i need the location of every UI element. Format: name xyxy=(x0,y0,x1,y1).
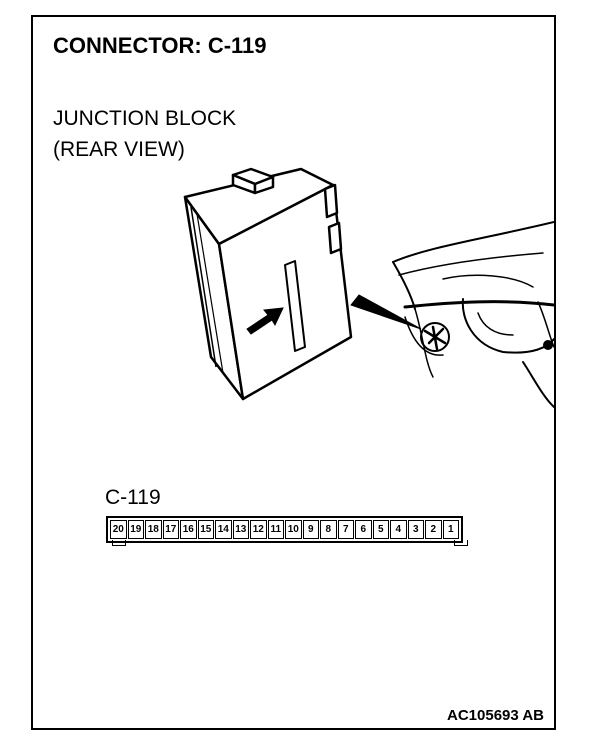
connector-label: C-119 xyxy=(105,486,161,509)
pin-16: 16 xyxy=(180,520,197,539)
pin-20: 20 xyxy=(110,520,127,539)
pin-1: 1 xyxy=(442,520,459,539)
vehicle-interior-sketch xyxy=(392,221,554,408)
connector-latch-left xyxy=(112,540,126,546)
junction-block-body xyxy=(183,167,353,401)
pin-2: 2 xyxy=(425,520,442,539)
pin-12: 12 xyxy=(250,520,267,539)
connector-pinout: 20 19 18 17 16 15 14 13 12 11 10 9 8 7 6… xyxy=(106,516,463,543)
location-label-line2: (REAR VIEW) xyxy=(53,138,185,161)
pin-10: 10 xyxy=(285,520,302,539)
location-wedge xyxy=(350,294,422,330)
pin-3: 3 xyxy=(407,520,424,539)
pin-6: 6 xyxy=(355,520,372,539)
pin-19: 19 xyxy=(127,520,144,539)
diagram-frame: CONNECTOR: C-119 JUNCTION BLOCK (REAR VI… xyxy=(31,15,556,730)
location-label-line1: JUNCTION BLOCK xyxy=(53,107,237,130)
pin-14: 14 xyxy=(215,520,232,539)
pin-8: 8 xyxy=(320,520,337,539)
junction-block-illustration xyxy=(183,167,554,408)
connector-latch-right xyxy=(454,540,468,546)
pin-7: 7 xyxy=(337,520,354,539)
pin-9: 9 xyxy=(302,520,319,539)
pin-4: 4 xyxy=(390,520,407,539)
pin-15: 15 xyxy=(197,520,214,539)
pointer-arrow xyxy=(246,307,284,335)
pin-13: 13 xyxy=(232,520,249,539)
junction-block-face xyxy=(217,183,353,401)
pin-11: 11 xyxy=(267,520,284,539)
pin-18: 18 xyxy=(145,520,162,539)
diagram-title: CONNECTOR: C-119 xyxy=(53,33,267,58)
pin-17: 17 xyxy=(162,520,179,539)
pin-5: 5 xyxy=(372,520,389,539)
figure-code: AC105693 AB xyxy=(447,707,544,724)
